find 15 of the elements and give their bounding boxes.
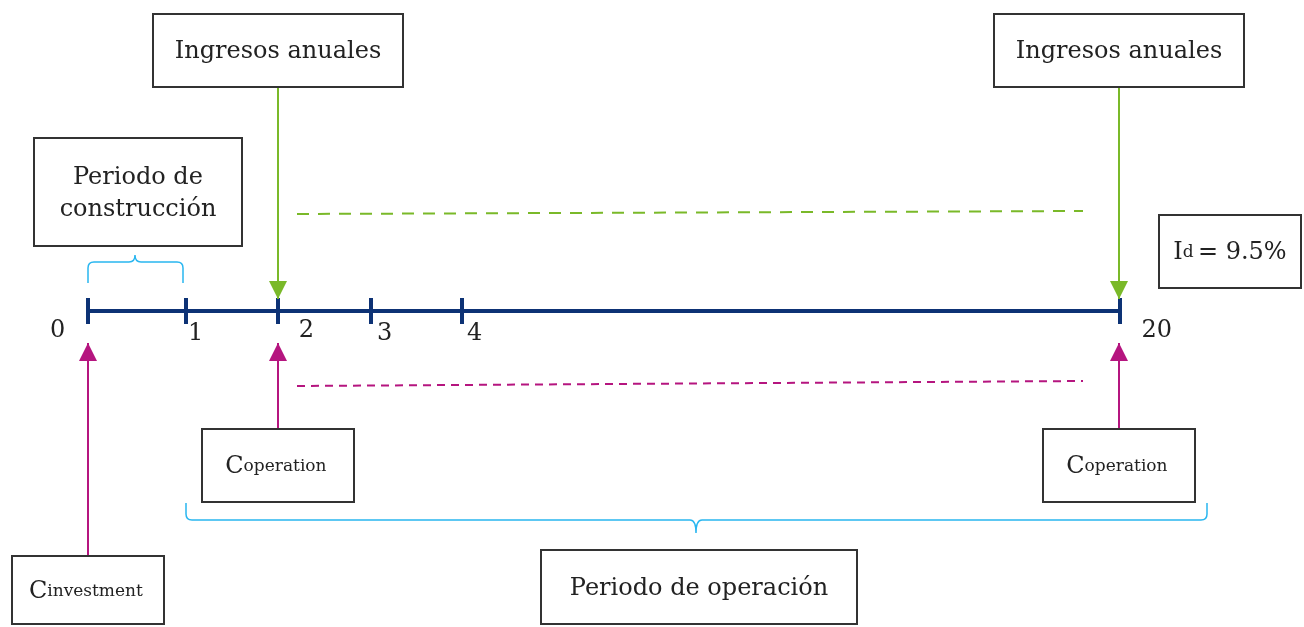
arrow [1110, 342, 1128, 429]
arrow [79, 342, 97, 556]
tick-label: 0 [50, 299, 100, 343]
arrow [269, 342, 287, 429]
tick-label: 4 [467, 318, 483, 346]
text-box: Periodo de construcción [33, 137, 243, 247]
tick-label: 2 [266, 299, 314, 343]
arrow [269, 87, 287, 300]
text-box: Ingresos anuales [993, 13, 1245, 88]
arrow [1110, 87, 1128, 300]
text-box: Periodo de operación [540, 549, 858, 625]
tick-label: 3 [377, 318, 393, 346]
tick-label: 1 [188, 318, 204, 346]
text-box: Ingresos anuales [152, 13, 404, 88]
tick-label: 20 [1108, 299, 1172, 343]
